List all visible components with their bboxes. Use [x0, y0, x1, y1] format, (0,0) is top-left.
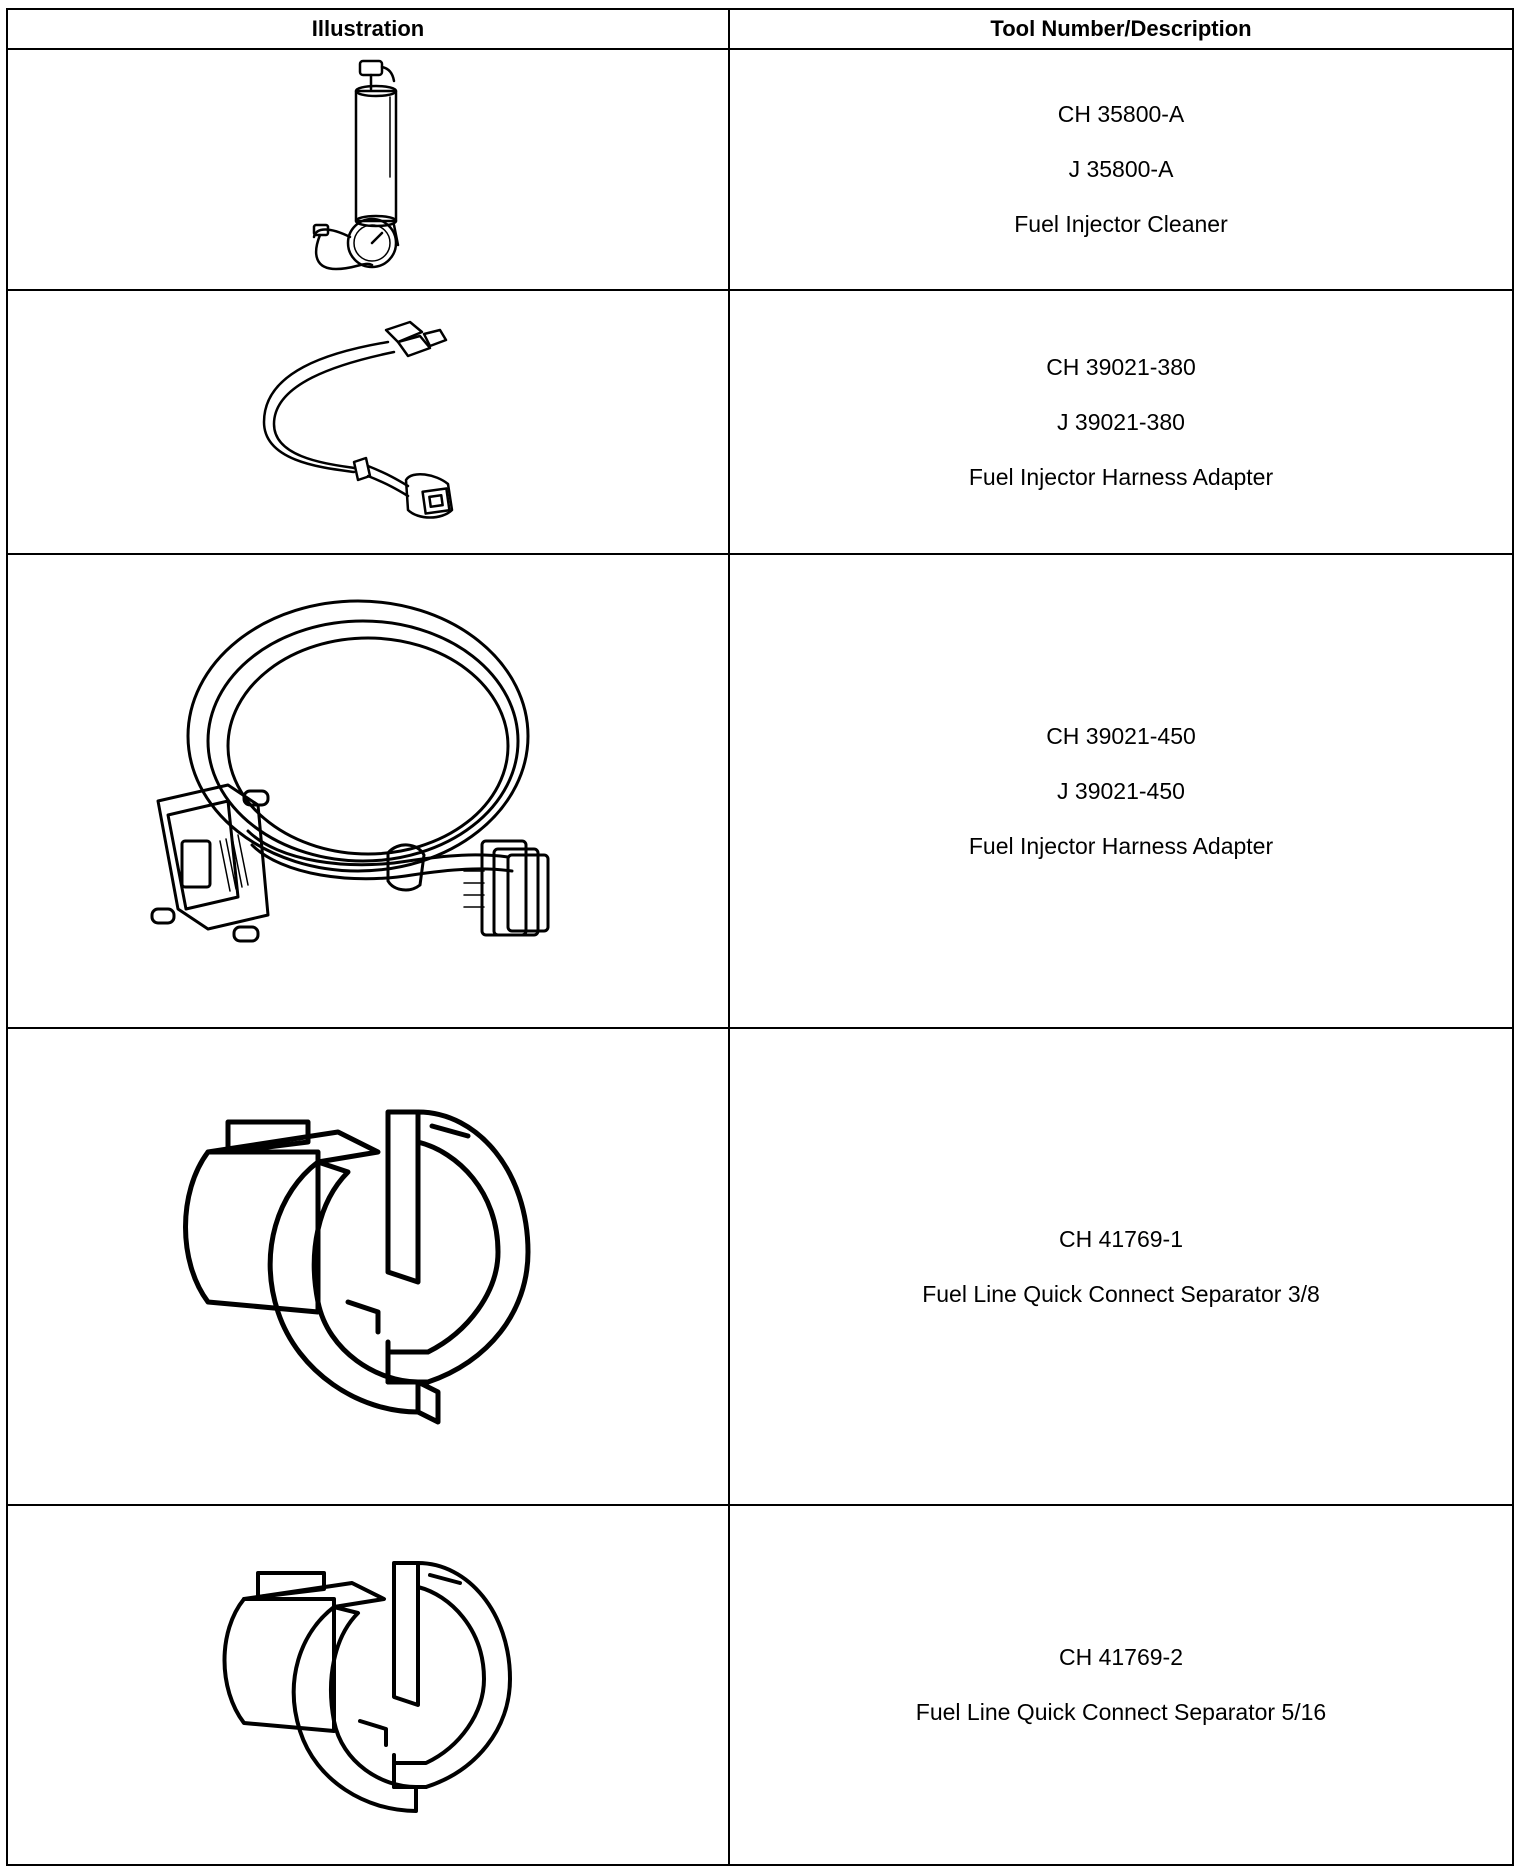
tool-number-j: J 39021-380 [1057, 408, 1185, 435]
tool-number-j: J 39021-450 [1057, 777, 1185, 804]
tool-number-ch: CH 41769-1 [1058, 1225, 1184, 1252]
description-cell: CH 39021-450 J 39021-450 Fuel Injector H… [728, 553, 1514, 1029]
table-row: CH 39021-380 J 39021-380 Fuel Injector H… [6, 289, 1514, 555]
description-cell: CH 35800-A J 35800-A Fuel Injector Clean… [728, 48, 1514, 291]
illustration-cell [6, 48, 730, 291]
illustration-cell [6, 553, 730, 1029]
fuel-injector-cleaner-icon [312, 59, 400, 271]
description-cell: CH 41769-2 Fuel Line Quick Connect Separ… [728, 1504, 1514, 1866]
header-row: Illustration Tool Number/Description [6, 8, 1514, 50]
illustration-cell [6, 1027, 730, 1506]
tool-description: Fuel Injector Harness Adapter [968, 463, 1274, 490]
tool-number-j: J 35800-A [1068, 156, 1174, 182]
header-tool-description: Tool Number/Description [728, 8, 1514, 50]
special-tools-table: Illustration Tool Number/Description [6, 8, 1514, 1866]
illustration-cell [6, 289, 730, 555]
header-illustration: Illustration [6, 8, 730, 50]
harness-adapter-short-icon [262, 320, 454, 519]
harness-adapter-long-icon [150, 599, 550, 943]
tool-description: Fuel Injector Cleaner [1014, 211, 1228, 237]
tool-number-ch: CH 39021-450 [1046, 722, 1196, 749]
quick-connect-separator-small-icon [222, 1561, 512, 1813]
tool-description: Fuel Line Quick Connect Separator 3/8 [922, 1280, 1320, 1307]
tool-number-ch: CH 41769-2 [1058, 1644, 1184, 1670]
description-cell: CH 41769-1 Fuel Line Quick Connect Separ… [728, 1027, 1514, 1506]
table-row: CH 41769-2 Fuel Line Quick Connect Separ… [6, 1504, 1514, 1866]
tool-description: Fuel Injector Harness Adapter [968, 832, 1274, 859]
quick-connect-separator-icon [183, 1109, 531, 1424]
tool-number-ch: CH 39021-380 [1046, 353, 1196, 380]
table-row: CH 39021-450 J 39021-450 Fuel Injector H… [6, 553, 1514, 1029]
tool-number-ch: CH 35800-A [1057, 101, 1185, 127]
table-row: CH 35800-A J 35800-A Fuel Injector Clean… [6, 48, 1514, 291]
tool-description: Fuel Line Quick Connect Separator 5/16 [915, 1699, 1327, 1725]
illustration-cell [6, 1504, 730, 1866]
table-row: CH 41769-1 Fuel Line Quick Connect Separ… [6, 1027, 1514, 1506]
description-cell: CH 39021-380 J 39021-380 Fuel Injector H… [728, 289, 1514, 555]
